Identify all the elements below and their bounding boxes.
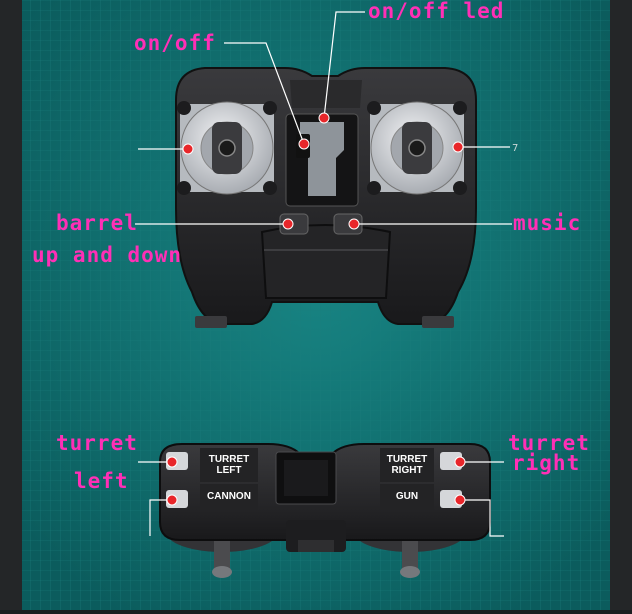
left-joystick[interactable] [177, 101, 277, 195]
label-turret-left-1: turret [56, 431, 138, 455]
turret-right-top-text: TURRET [387, 454, 428, 465]
label-music: music [513, 211, 582, 235]
gun-text: GUN [396, 491, 418, 502]
turret-left-bottom-text: LEFT [217, 465, 242, 476]
cannon-text: CANNON [207, 491, 251, 502]
marker-turret-left [166, 456, 178, 468]
marker-left-stick [182, 143, 194, 155]
turret-right-bottom-text: RIGHT [391, 465, 422, 476]
power-switch-plate [285, 113, 359, 207]
label-turret-left-2: left [74, 469, 129, 493]
marker-on-off-led [318, 112, 330, 124]
marker-cannon [166, 494, 178, 506]
right-joystick[interactable] [367, 101, 467, 195]
marker-on-off [298, 138, 310, 150]
label-barrel-motion: up and down [32, 243, 183, 267]
marker-right-stick [452, 141, 464, 153]
label-turret-right-2: right [512, 451, 581, 475]
controller-top-view: TURRET LEFT CANNON TURRET RIGHT GUN [159, 443, 491, 578]
marker-barrel [282, 218, 294, 230]
leader-lines [135, 11, 512, 537]
callout-markers [166, 112, 466, 506]
turret-left-top-text: TURRET [209, 454, 250, 465]
label-turret-right-1: turret [508, 431, 590, 455]
marker-turret-right [454, 456, 466, 468]
label-on-off-led: on/off led [368, 0, 505, 23]
label-on-off: on/off [134, 31, 216, 55]
label-barrel: barrel [56, 211, 138, 235]
controller-front-view [175, 67, 477, 328]
marker-music [348, 218, 360, 230]
marker-gun [454, 494, 466, 506]
stray-mark-text: 7 [512, 143, 518, 154]
